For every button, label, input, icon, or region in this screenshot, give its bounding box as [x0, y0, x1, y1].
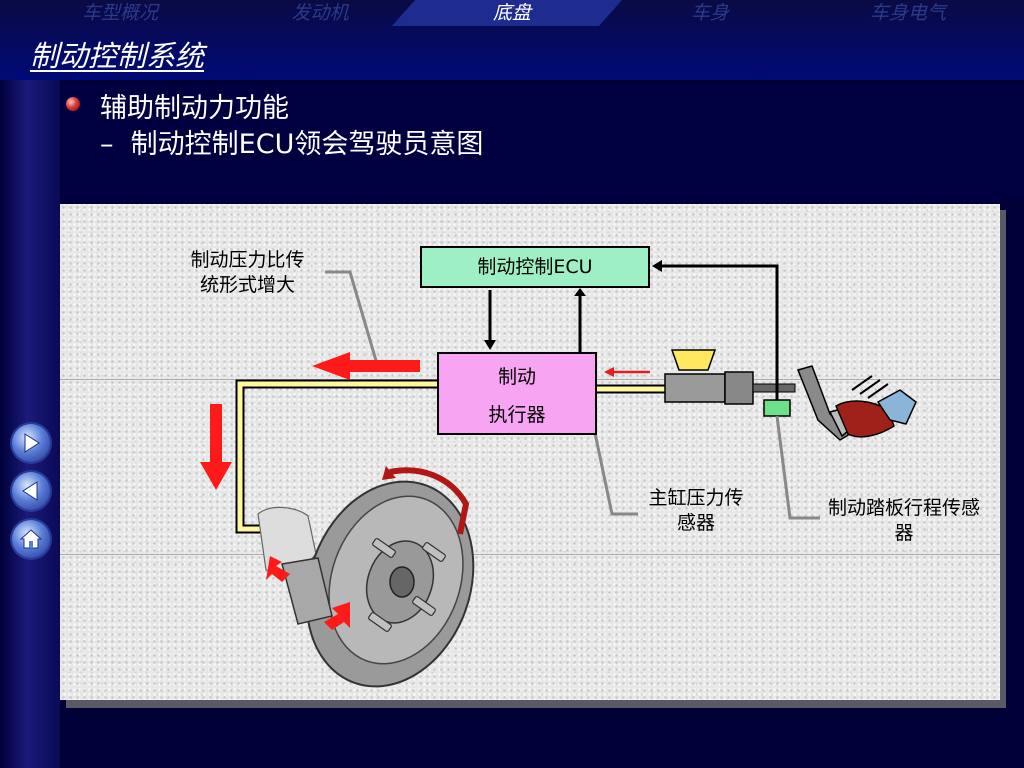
arrow-right-icon [24, 433, 40, 453]
brake-caliper [281, 557, 333, 625]
ratio-callout-label: 制动压力比传 统形式增大 [160, 248, 335, 298]
tab-vehicle-overview[interactable]: 车型概况 [81, 2, 158, 24]
pedal-sensor-line2: 器 [894, 522, 914, 544]
tab-chassis[interactable]: 底盘 [492, 2, 531, 24]
master-sensor-line1: 主缸压力传 [648, 487, 744, 509]
sub-bullet-dash: – [100, 129, 114, 160]
page-title: 制动控制系统 [30, 39, 205, 73]
disc-brake-rotor [257, 466, 475, 688]
sub-bullet: – 制动控制ECU领会驾驶员意图 [100, 122, 483, 161]
arrow-left-icon [22, 481, 38, 501]
ratio-callout-leader [325, 270, 379, 365]
ecu-box: 制动控制ECU [420, 246, 650, 288]
master-cylinder [664, 349, 796, 405]
master-sensor-label: 主缸压力传 感器 [634, 486, 758, 536]
pedal-sensor-line1: 制动踏板行程传感 [827, 497, 980, 519]
pedal-sensor-leader [775, 415, 820, 520]
rotation-arrow-icon [389, 467, 470, 535]
master-sensor-line2: 感器 [676, 512, 715, 534]
pedal-sensor-label: 制动踏板行程传感 器 [808, 496, 1000, 546]
home-button[interactable] [12, 520, 50, 558]
pedal-stroke-sensor [763, 399, 791, 417]
clamp-arrow-icon [324, 602, 350, 630]
bullet-text: 辅助制动力功能 [100, 93, 289, 124]
driver-foot-icon [835, 375, 917, 438]
top-navigation: 车型概况 发动机 底盘 车身 车身电气 [0, 0, 1024, 26]
actuator-label-line2: 执行器 [488, 404, 546, 426]
divider-line [60, 554, 1000, 555]
brake-system-diagram: 制动控制ECU 制动 执行器 制动压力比传 统形式增大 主缸压力传 感器 制动踏… [60, 204, 1000, 700]
actuator-box: 制动 执行器 [437, 352, 597, 435]
ratio-callout-line1: 制动压力比传 [190, 249, 305, 271]
pressure-arrow-down [200, 404, 232, 490]
pedal-sensor-to-ecu-line [660, 264, 779, 400]
bullet-icon [66, 97, 80, 111]
tab-body[interactable]: 车身 [690, 2, 729, 24]
next-slide-button[interactable] [12, 424, 50, 462]
left-sidebar-band [0, 0, 60, 768]
diagram-graphics [200, 260, 917, 688]
brake-line [237, 381, 437, 532]
actuator-label-line1: 制动 [497, 366, 536, 388]
prev-slide-button[interactable] [12, 472, 50, 510]
active-tab-highlight [392, 0, 622, 26]
tab-engine[interactable]: 发动机 [291, 2, 349, 24]
sub-bullet-text: 制动控制ECU领会驾驶员意图 [130, 129, 484, 160]
ratio-callout-line2: 统形式增大 [199, 274, 295, 296]
home-icon [19, 529, 43, 549]
clamp-arrow-icon [266, 556, 290, 582]
content-panel [62, 84, 1024, 202]
tab-body-electrical[interactable]: 车身电气 [869, 2, 946, 24]
pressure-arrow-left [312, 352, 420, 380]
